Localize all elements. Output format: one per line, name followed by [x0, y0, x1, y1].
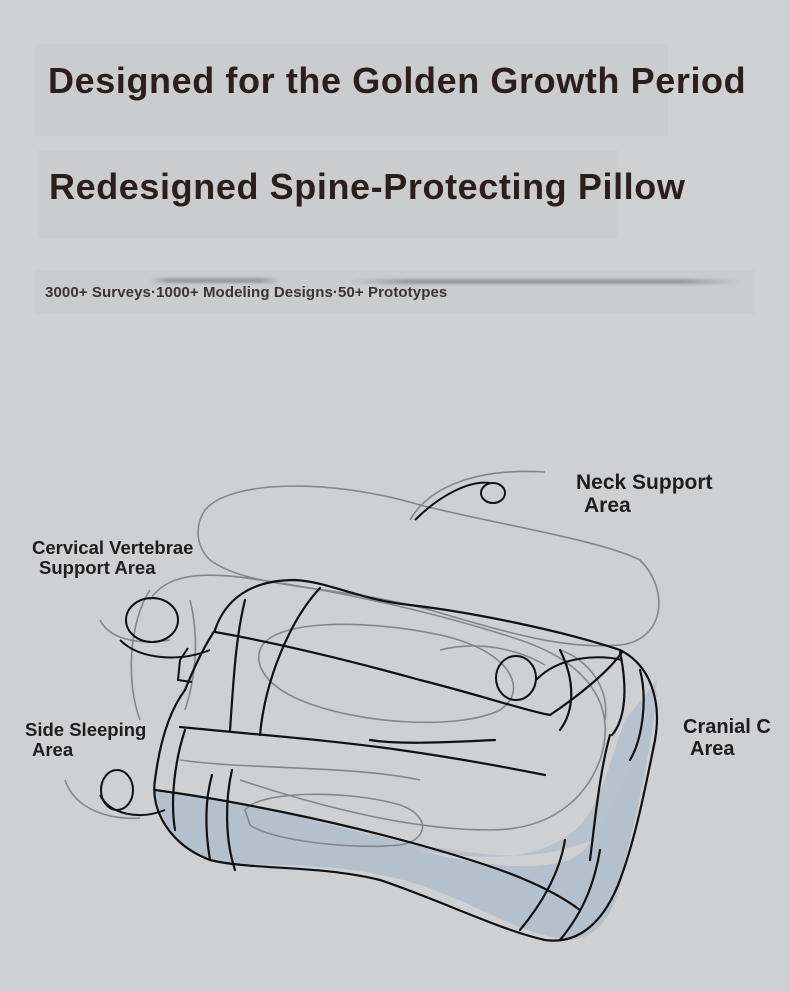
sketch-bottom-oval [244, 793, 424, 848]
swirl-neck [480, 482, 506, 504]
pillow-shade-bottom [155, 690, 657, 940]
pillow-outline [153, 578, 659, 942]
sketch-mid-loop [149, 574, 606, 831]
headline-primary: Designed for the Golden Growth Period [48, 60, 747, 101]
pillow-bottom-seam [153, 788, 582, 912]
label-cranial-line1: Cranial C [683, 716, 771, 738]
swirl-cranial [495, 655, 537, 701]
tagline-smudge-left [150, 278, 280, 283]
label-cranial-area: Cranial C Area [683, 716, 771, 760]
label-cervical-vertebrae-support-area: Cervical Vertebrae Support Area [32, 538, 193, 578]
label-side-sleeping-area: Side Sleeping Area [25, 720, 146, 760]
swirl-cervical [125, 597, 179, 643]
label-neck-line1: Neck Support [576, 471, 713, 494]
tagline-band [35, 270, 755, 314]
label-cervical-line2: Support Area [39, 556, 156, 578]
label-neck-support-area: Neck Support Area [576, 471, 713, 517]
headline-2-band [38, 150, 618, 238]
label-neck-line2: Area [584, 493, 631, 517]
headline-secondary: Redesigned Spine-Protecting Pillow [49, 166, 686, 207]
label-cranial-line2: Area [690, 737, 735, 760]
sketch-inner-oval [258, 623, 515, 724]
headline-1-band [35, 44, 668, 136]
tagline-smudge-right [350, 279, 740, 284]
label-side-line2: Area [32, 738, 74, 760]
sketch-neck-curve [409, 470, 546, 521]
label-cervical-line1: Cervical Vertebrae [32, 537, 194, 558]
label-side-line1: Side Sleeping [25, 719, 147, 740]
tagline: 3000+ Surveys·1000+ Modeling Designs·50+… [45, 284, 448, 301]
pillow-top-seam [213, 630, 552, 717]
